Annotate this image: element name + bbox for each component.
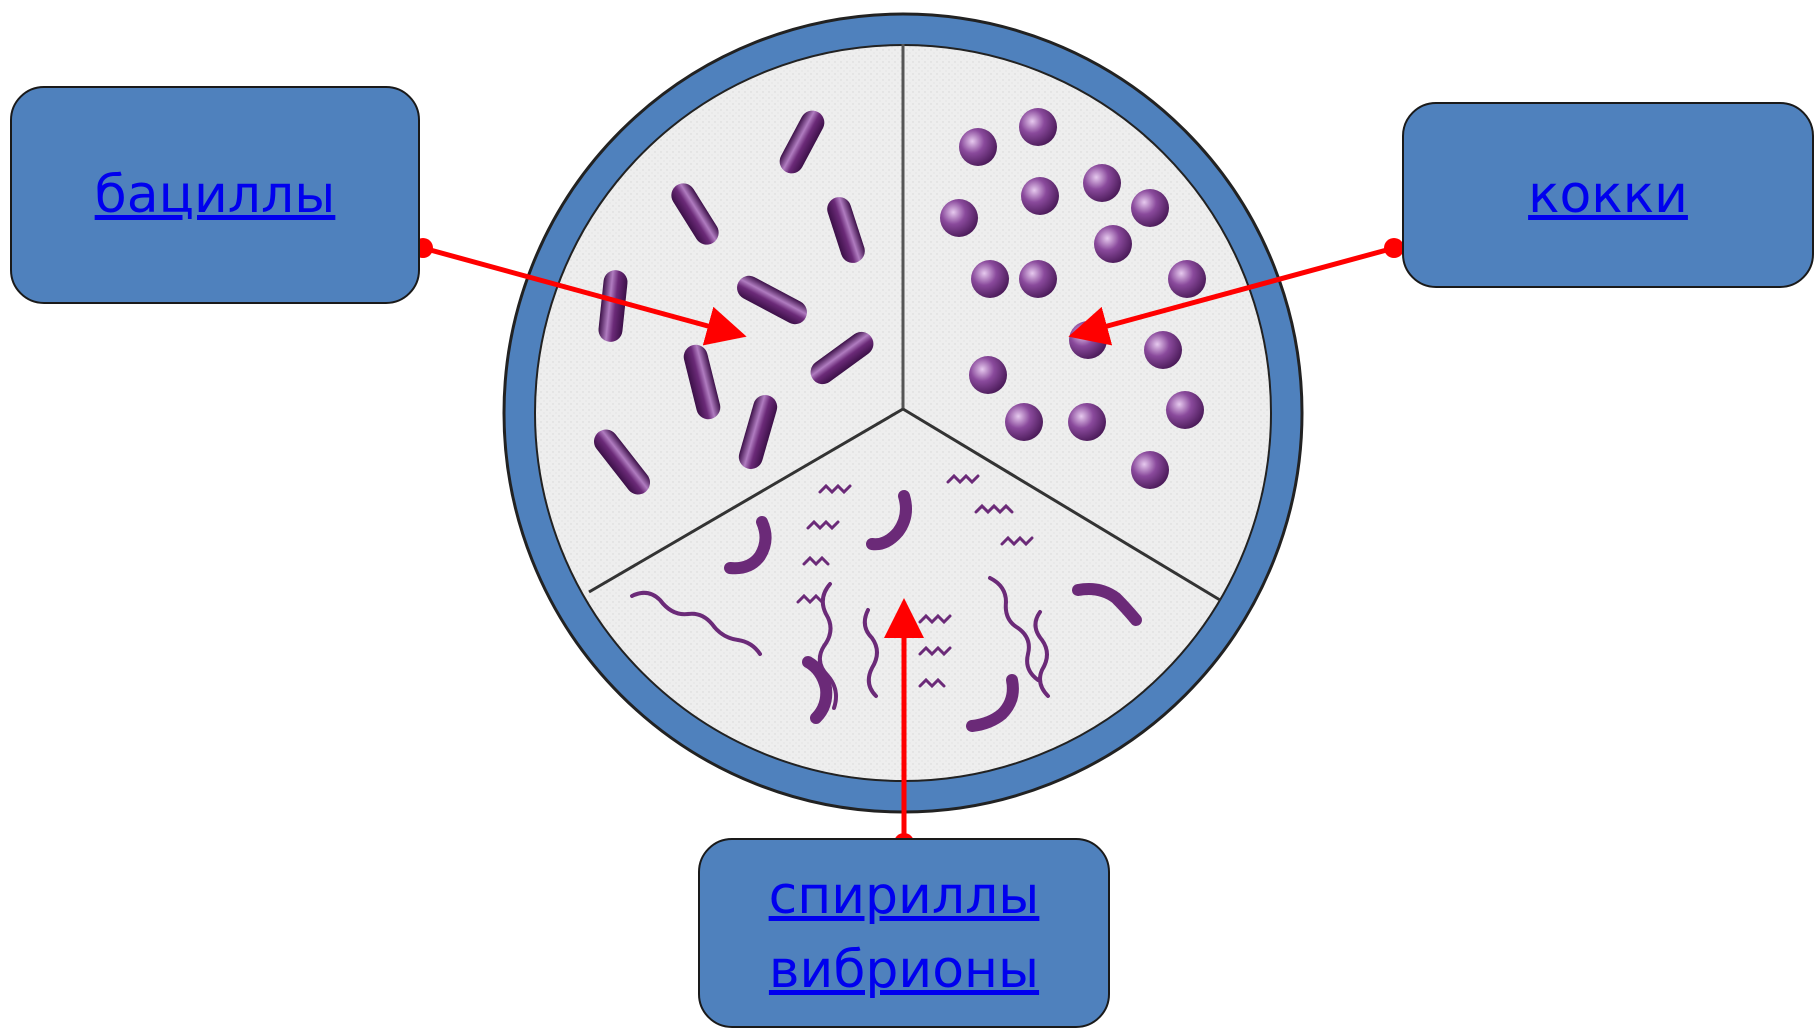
sphere-bacterium-icon <box>1005 403 1043 441</box>
bacilli-link[interactable]: бациллы <box>95 158 336 232</box>
cocci-link[interactable]: кокки <box>1528 158 1688 232</box>
sphere-bacterium-icon <box>1021 177 1059 215</box>
sphere-bacterium-icon <box>940 199 978 237</box>
sphere-bacterium-icon <box>1131 451 1169 489</box>
bacilli-label-box: бациллы <box>10 86 420 304</box>
sphere-bacterium-icon <box>1068 403 1106 441</box>
cocci-label-box: кокки <box>1402 102 1814 288</box>
sphere-bacterium-icon <box>971 260 1009 298</box>
vibrio-link[interactable]: вибрионы <box>769 933 1039 1007</box>
sphere-bacterium-icon <box>1131 189 1169 227</box>
sphere-bacterium-icon <box>969 356 1007 394</box>
spirilla-label-box: спириллы вибрионы <box>698 838 1110 1028</box>
sphere-bacterium-icon <box>1168 260 1206 298</box>
sphere-bacterium-icon <box>1019 108 1057 146</box>
sphere-bacterium-icon <box>1166 391 1204 429</box>
sphere-bacterium-icon <box>1083 164 1121 202</box>
sphere-bacterium-icon <box>959 128 997 166</box>
spirilla-link[interactable]: спириллы <box>769 859 1040 933</box>
sphere-bacterium-icon <box>1094 225 1132 263</box>
sphere-bacterium-icon <box>1019 260 1057 298</box>
sphere-bacterium-icon <box>1144 331 1182 369</box>
